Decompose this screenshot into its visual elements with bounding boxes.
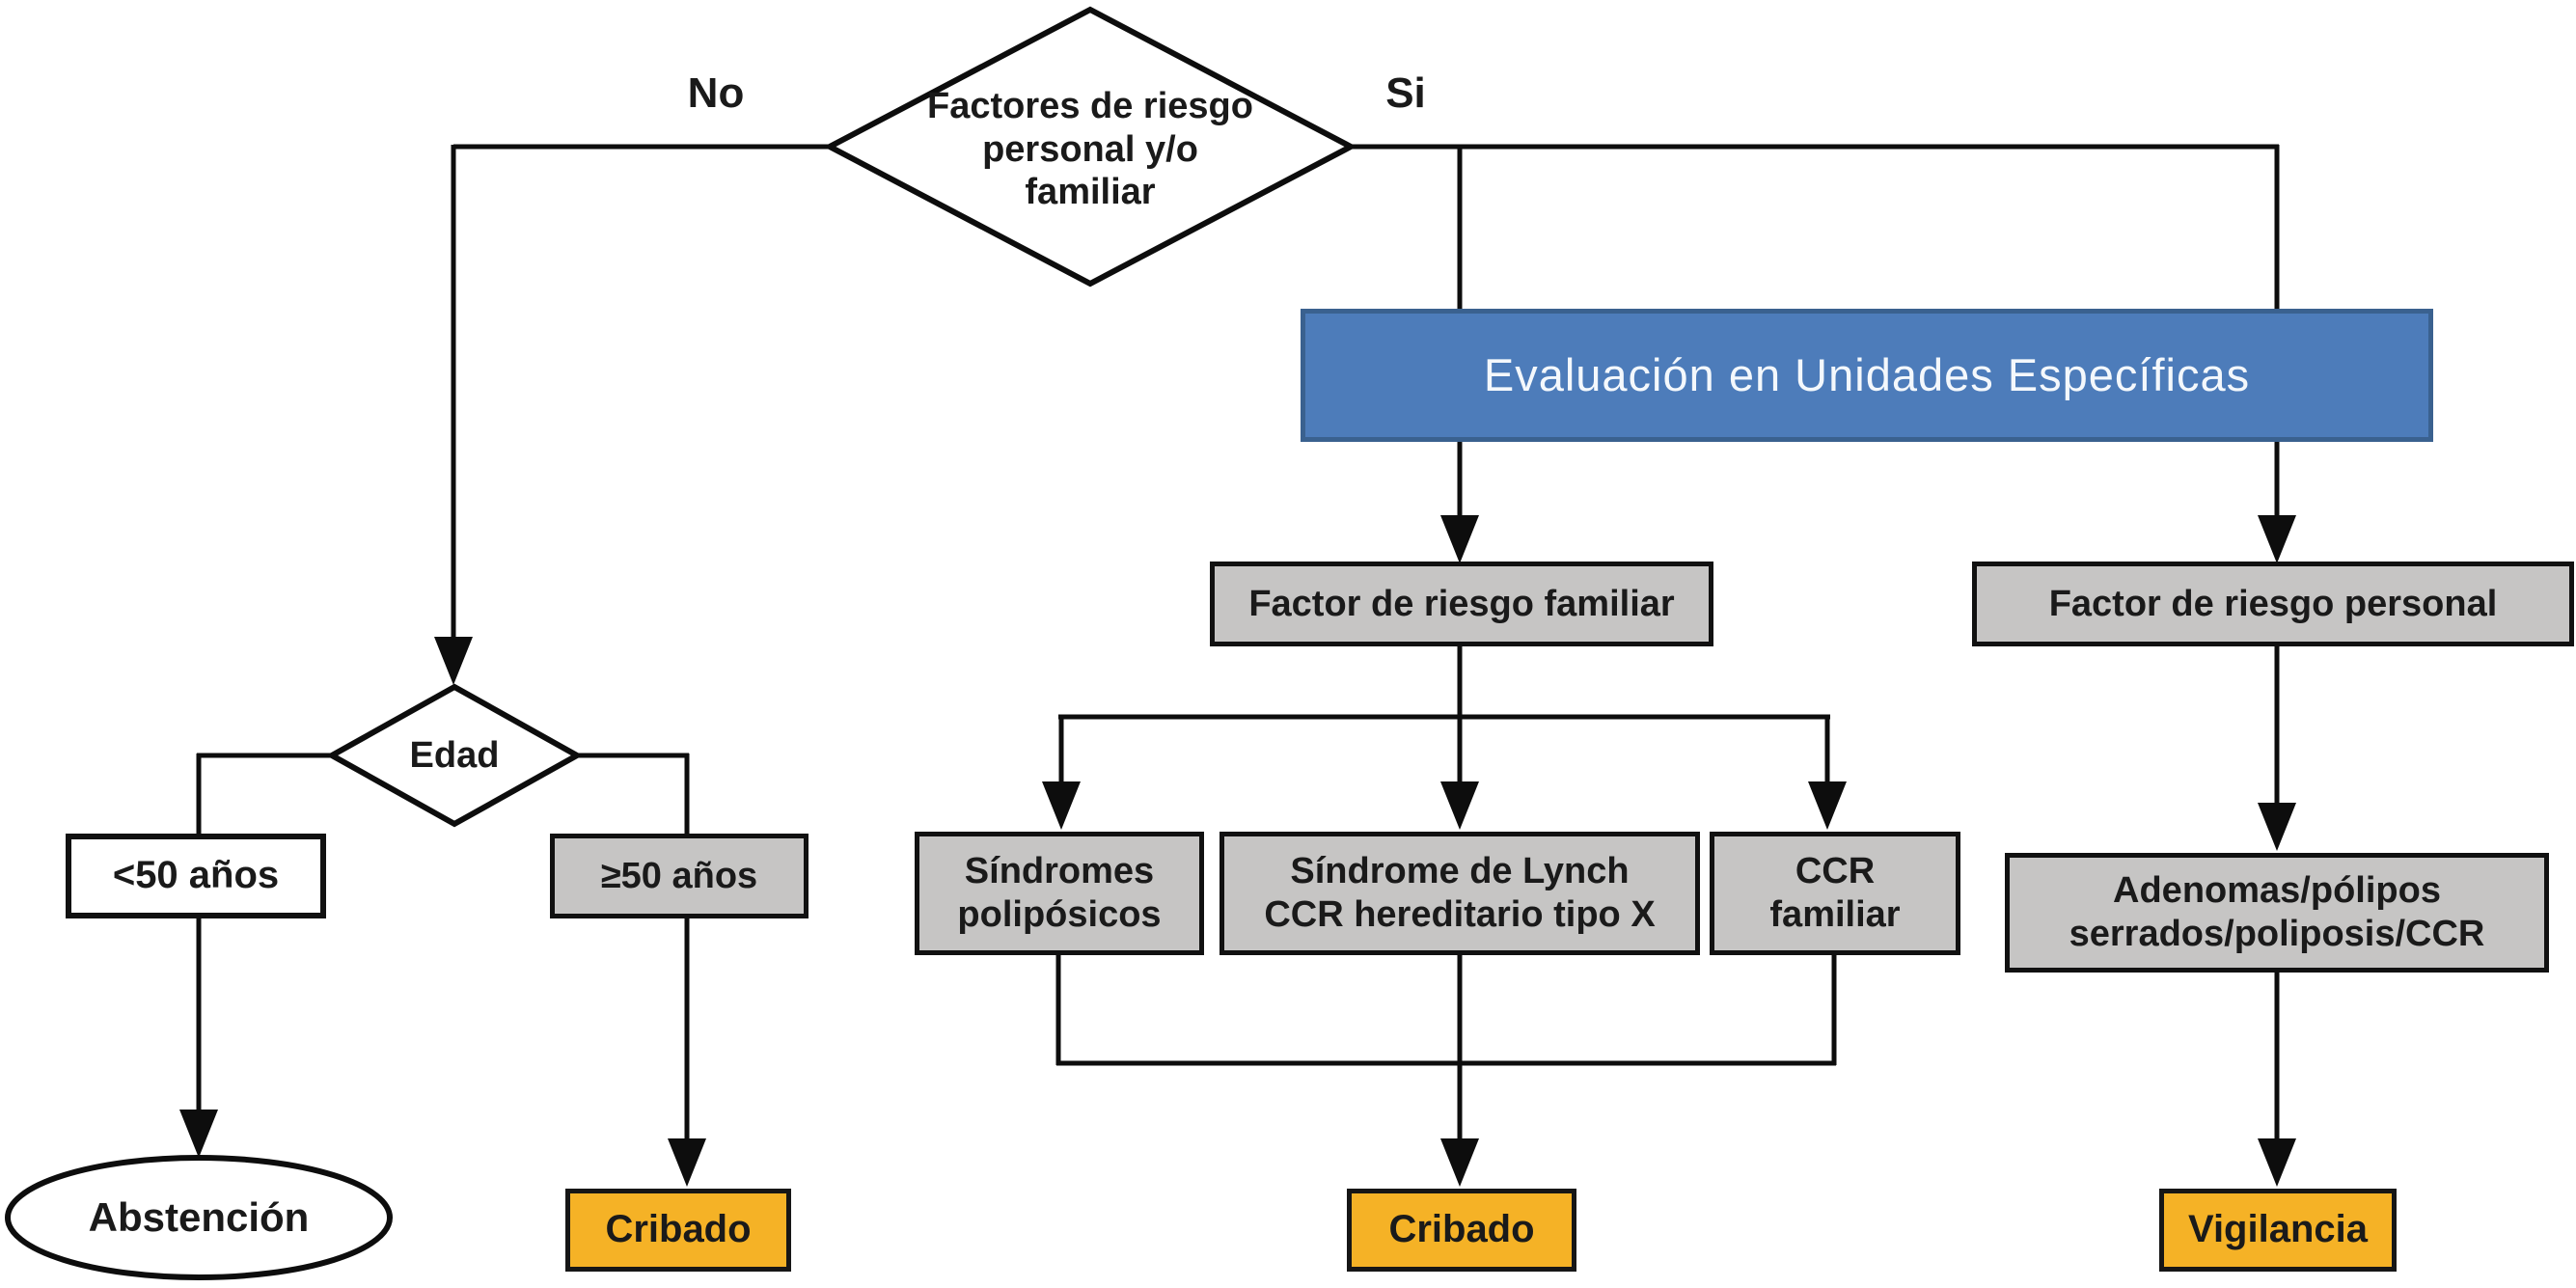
over-50-node: ≥50 años [550,834,808,918]
screening-left-node: Cribado [565,1189,791,1272]
adenomas-polyps-node: Adenomas/pólipos serrados/poliposis/CCR [2005,853,2549,973]
arrowhead [1042,781,1081,830]
arrowhead [1440,515,1479,563]
abstention-ellipse-shape [5,1155,393,1280]
arrowhead [1808,781,1847,830]
arrowhead [434,637,473,685]
arrowhead [1440,781,1479,830]
decision-shapes [5,6,1357,1280]
under-50-node: <50 años [66,834,326,918]
abstention-label: Abstención [88,1194,310,1241]
evaluation-units-node: Evaluación en Unidades Específicas [1301,309,2433,442]
branch-no-label: No [687,69,745,118]
family-risk-node: Factor de riesgo familiar [1210,562,1713,646]
personal-risk-node: Factor de riesgo personal [1972,562,2574,646]
arrowhead [179,1110,218,1158]
familial-ccr-node: CCR familiar [1710,832,1960,955]
arrowhead [1440,1138,1479,1187]
branch-si-label: Si [1385,69,1426,118]
edge-lines [196,144,2280,1144]
arrowhead [2258,803,2296,851]
arrowheads [179,515,2296,1187]
risk-decision-label: Factores de riesgo personal y/o familiar [927,85,1253,213]
screening-center-node: Cribado [1347,1189,1576,1272]
arrowhead [2258,515,2296,563]
age-decision-label: Edad [409,734,500,776]
risk-decision-diamond-shape [823,6,1357,288]
lynch-syndrome-node: Síndrome de Lynch CCR hereditario tipo X [1219,832,1700,955]
arrowhead [2258,1138,2296,1187]
surveillance-node: Vigilancia [2159,1189,2397,1272]
age-decision-diamond-shape [325,683,584,828]
polyposis-syndromes-node: Síndromes polipósicos [915,832,1204,955]
arrowhead [668,1138,706,1187]
